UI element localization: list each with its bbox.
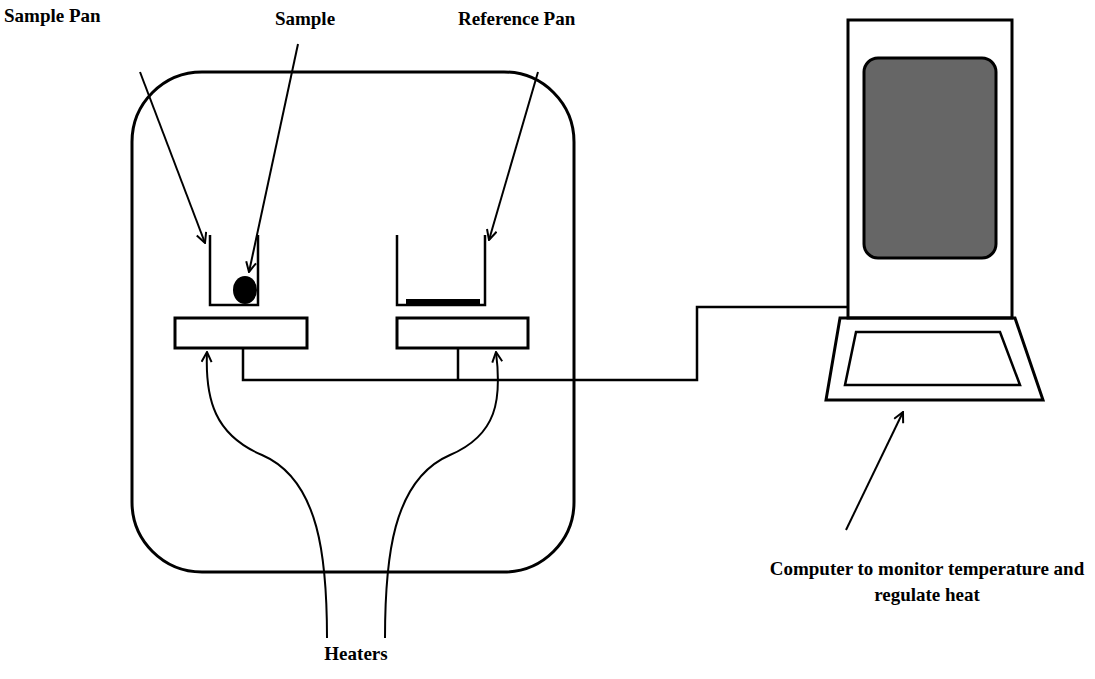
part-label: Sample Pan	[4, 3, 101, 29]
sample	[233, 276, 257, 304]
leader-arrow	[249, 44, 298, 272]
leader-arrow	[140, 72, 205, 243]
part-label: Sample	[275, 6, 335, 32]
leader-arrow	[489, 72, 538, 240]
part-label: Computer to monitor temperature and regu…	[762, 556, 1092, 607]
computer-monitor	[848, 20, 1012, 318]
computer-screen	[864, 58, 996, 258]
leader-arrow	[846, 412, 903, 530]
reference-pan	[397, 235, 485, 305]
signal-wire	[457, 348, 460, 380]
sample-pan	[210, 235, 258, 305]
computer-base	[826, 318, 1043, 400]
heater-lead	[207, 352, 327, 638]
sample-heater-block	[175, 318, 307, 348]
signal-wire	[243, 307, 848, 380]
instrument-housing	[132, 72, 574, 572]
part-label: Heaters	[324, 641, 387, 667]
heater-lead	[385, 352, 498, 638]
computer-keyboard	[845, 332, 1020, 385]
part-label: Reference Pan	[458, 6, 575, 32]
reference-pan-bottom	[406, 299, 480, 305]
reference-heater-block	[397, 318, 528, 348]
